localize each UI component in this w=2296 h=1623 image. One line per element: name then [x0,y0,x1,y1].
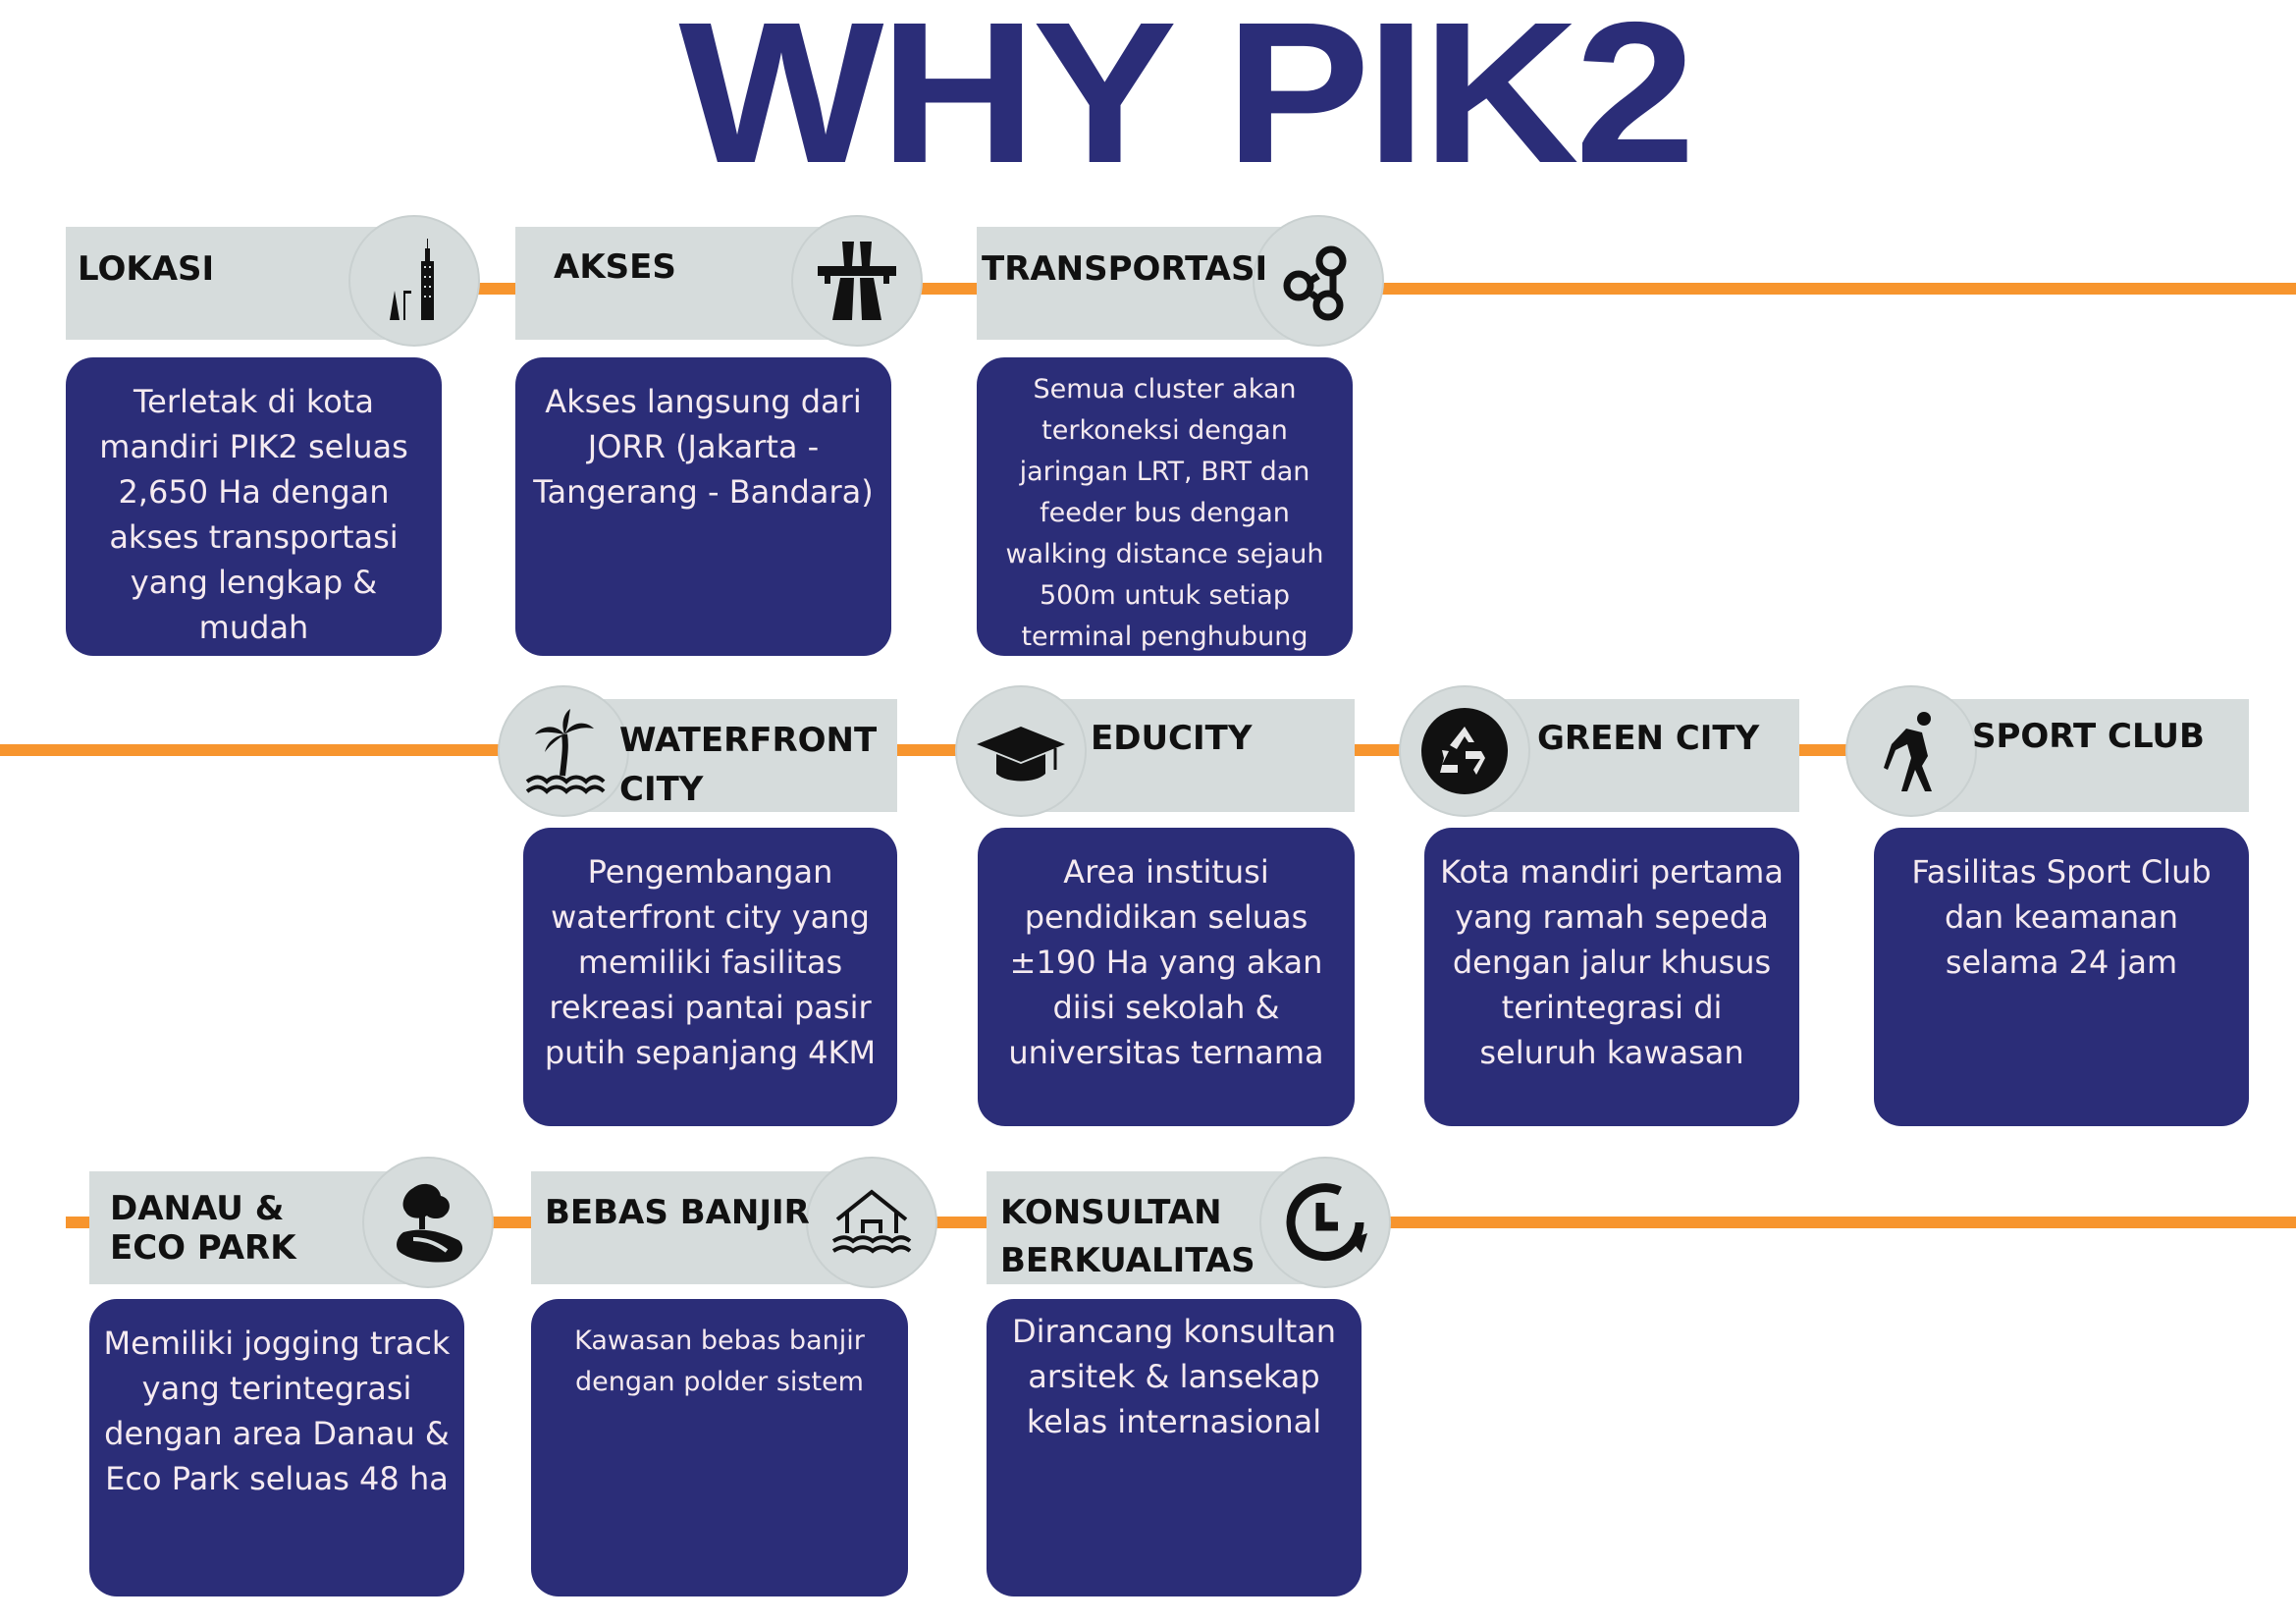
flood-house-icon [806,1157,937,1288]
recycle-icon [1399,685,1530,817]
item-label: DANAU & [110,1189,285,1228]
transport-network-icon [1253,215,1384,347]
item-label-line2: CITY [619,770,704,809]
item-description: Terletak di kota mandiri PIK2 seluas 2,6… [66,357,442,656]
graduation-cap-icon [955,685,1087,817]
item-label: GREEN CITY [1537,719,1760,758]
highway-icon [791,215,923,347]
item-description: Memiliki jogging track yang terintegrasi… [89,1299,464,1596]
item-description: Fasilitas Sport Club dan keamanan selama… [1874,828,2249,1126]
tree-park-icon [362,1157,494,1288]
item-description: Dirancang konsultan arsitek & lansekap k… [987,1299,1362,1596]
item-label: LOKASI [78,249,215,289]
item-label-line2: BERKUALITAS [1000,1241,1255,1280]
clock-arrow-icon [1259,1157,1391,1288]
item-description: Area institusi pendidikan seluas ±190 Ha… [978,828,1355,1126]
item-description: Kota mandiri pertama yang ramah sepeda d… [1424,828,1799,1126]
item-label: BEBAS BANJIR [545,1193,810,1232]
item-description: Kawasan bebas banjir dengan polder siste… [531,1299,908,1596]
item-label: KONSULTAN [1000,1193,1222,1232]
item-description: Semua cluster akan terkoneksi dengan jar… [977,357,1353,656]
item-description: Pengembangan waterfront city yang memili… [523,828,897,1126]
item-label: WATERFRONT [619,721,878,760]
item-label: AKSES [554,247,676,287]
item-label: EDUCITY [1091,719,1253,758]
golfer-icon [1845,685,1977,817]
item-label-line2: ECO PARK [110,1228,296,1268]
city-buildings-icon [348,215,480,347]
palm-tree-wave-icon [498,685,629,817]
item-description: Akses langsung dari JORR (Jakarta - Tang… [515,357,891,656]
page-title: WHY PIK2 [678,0,1695,205]
item-label: TRANSPORTASI [982,249,1268,289]
item-label: SPORT CLUB [1972,717,2205,756]
